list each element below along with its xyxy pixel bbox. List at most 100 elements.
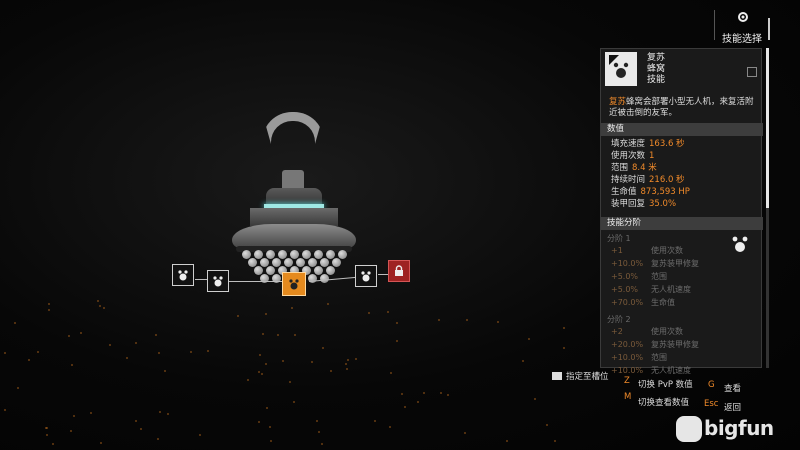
ambient-dot (311, 361, 313, 363)
toggle-pvp-hint[interactable]: 切换 PvP 数值 (638, 380, 693, 390)
tier-bonus-name: 复苏装甲修复 (651, 259, 699, 268)
node-link (378, 274, 390, 275)
ambient-dot (73, 415, 75, 417)
drone-pod (272, 274, 281, 283)
hive-device-model (228, 112, 358, 287)
hive-icon (178, 270, 188, 281)
gear-icon (738, 12, 748, 22)
ambient-dot (259, 354, 261, 356)
ambient-dot (390, 372, 392, 374)
hive-icon (213, 276, 223, 287)
ambient-dot (155, 334, 157, 336)
ambient-dot (387, 311, 389, 313)
ambient-dot (190, 351, 192, 353)
selector-bar (768, 18, 770, 40)
ambient-dot (347, 359, 349, 361)
ambient-dot (199, 434, 201, 436)
ambient-dot (506, 440, 508, 442)
ambient-dot (37, 351, 39, 353)
drone-pod (290, 250, 299, 259)
tier-bonus-value: +1 (611, 246, 623, 255)
tier-bonus-name: 使用次数 (651, 246, 683, 255)
ambient-dot (164, 370, 166, 372)
paw-icon (676, 416, 702, 442)
ambient-dot (90, 412, 92, 414)
assign-slot-hint[interactable]: 指定至槽位 (566, 372, 609, 382)
tier-bonus-value: +10.0% (611, 353, 644, 362)
skill-node-hive-variant-2[interactable] (207, 270, 229, 292)
skill-node-hive-variant-1[interactable] (172, 264, 194, 286)
tier-row: +5.0%范围 (611, 272, 751, 282)
tier-row: +10.0%无人机速度 (611, 366, 751, 376)
stat-value: 1 (649, 151, 655, 161)
ambient-dot (261, 373, 263, 375)
drone-pod (278, 266, 287, 275)
ambient-dot (497, 321, 499, 323)
drone-pod (278, 250, 287, 259)
ambient-dot (546, 424, 548, 426)
ambient-dot (46, 434, 48, 436)
stat-value: 35.0% (649, 199, 677, 209)
drone-pod (272, 258, 281, 267)
ambient-dot (48, 303, 50, 305)
ambient-dot (355, 358, 357, 360)
expand-icon[interactable] (747, 67, 757, 77)
ambient-dot (247, 379, 249, 381)
ambient-dot (14, 322, 16, 324)
drone-pod (260, 274, 269, 283)
ambient-dot (528, 338, 530, 340)
stat-label: 使用次数 (611, 151, 646, 161)
back-hint[interactable]: 返回 (724, 403, 742, 413)
tier-bonus-value: +10.0% (611, 259, 644, 268)
node-link (229, 281, 287, 282)
stat-label: 填充速度 (611, 139, 646, 149)
stat-label: 持续时间 (611, 175, 646, 185)
ambient-dot (294, 334, 296, 336)
tier-title: 分阶 1 (607, 234, 631, 243)
ambient-dot (277, 334, 279, 336)
ambient-dot (447, 394, 449, 396)
ambient-dot (70, 430, 72, 432)
drone-pod (308, 274, 317, 283)
device-body-lower (232, 224, 356, 248)
skill-node-hive-variant-3[interactable] (355, 265, 377, 287)
drone-pod (302, 266, 311, 275)
skill-node-revive-hive-selected[interactable] (282, 272, 306, 296)
tier-bonus-name: 范围 (651, 272, 667, 281)
device-cap (266, 188, 322, 206)
panel-scrollbar-thumb[interactable] (766, 48, 769, 208)
ambient-dot (207, 350, 209, 352)
tier-bonus-name: 生命值 (651, 298, 675, 307)
ambient-dot (282, 360, 284, 362)
skill-select-button[interactable]: 技能选择 (720, 8, 792, 45)
ambient-dot (4, 409, 6, 411)
panel-scrollbar-track[interactable] (766, 208, 769, 368)
ambient-dot (126, 357, 128, 359)
ambient-dot (417, 401, 419, 403)
ambient-dot (97, 300, 99, 302)
skill-node-locked[interactable] (388, 260, 410, 282)
check-corner (609, 55, 619, 65)
tier-bonus-value: +10.0% (611, 366, 644, 375)
tier-bonus-name: 无人机速度 (651, 285, 691, 294)
tier-bonus-name: 使用次数 (651, 327, 683, 336)
drone-pod (266, 266, 275, 275)
ambient-dot (266, 407, 268, 409)
ambient-dot (159, 411, 161, 413)
toggle-view-values-hint[interactable]: 切换查看数值 (638, 398, 690, 408)
stat-label: 范围 (611, 163, 629, 173)
drone-pod (254, 250, 263, 259)
drone-pod (332, 258, 341, 267)
ambient-dot (396, 322, 398, 324)
drone-pod (314, 266, 323, 275)
view-hint[interactable]: 查看 (724, 384, 742, 394)
ambient-dot (293, 401, 295, 403)
drone-pod (326, 250, 335, 259)
ambient-dot (68, 335, 70, 337)
ambient-dot (368, 312, 370, 314)
ambient-dot (522, 360, 524, 362)
ambient-dot (99, 305, 101, 307)
